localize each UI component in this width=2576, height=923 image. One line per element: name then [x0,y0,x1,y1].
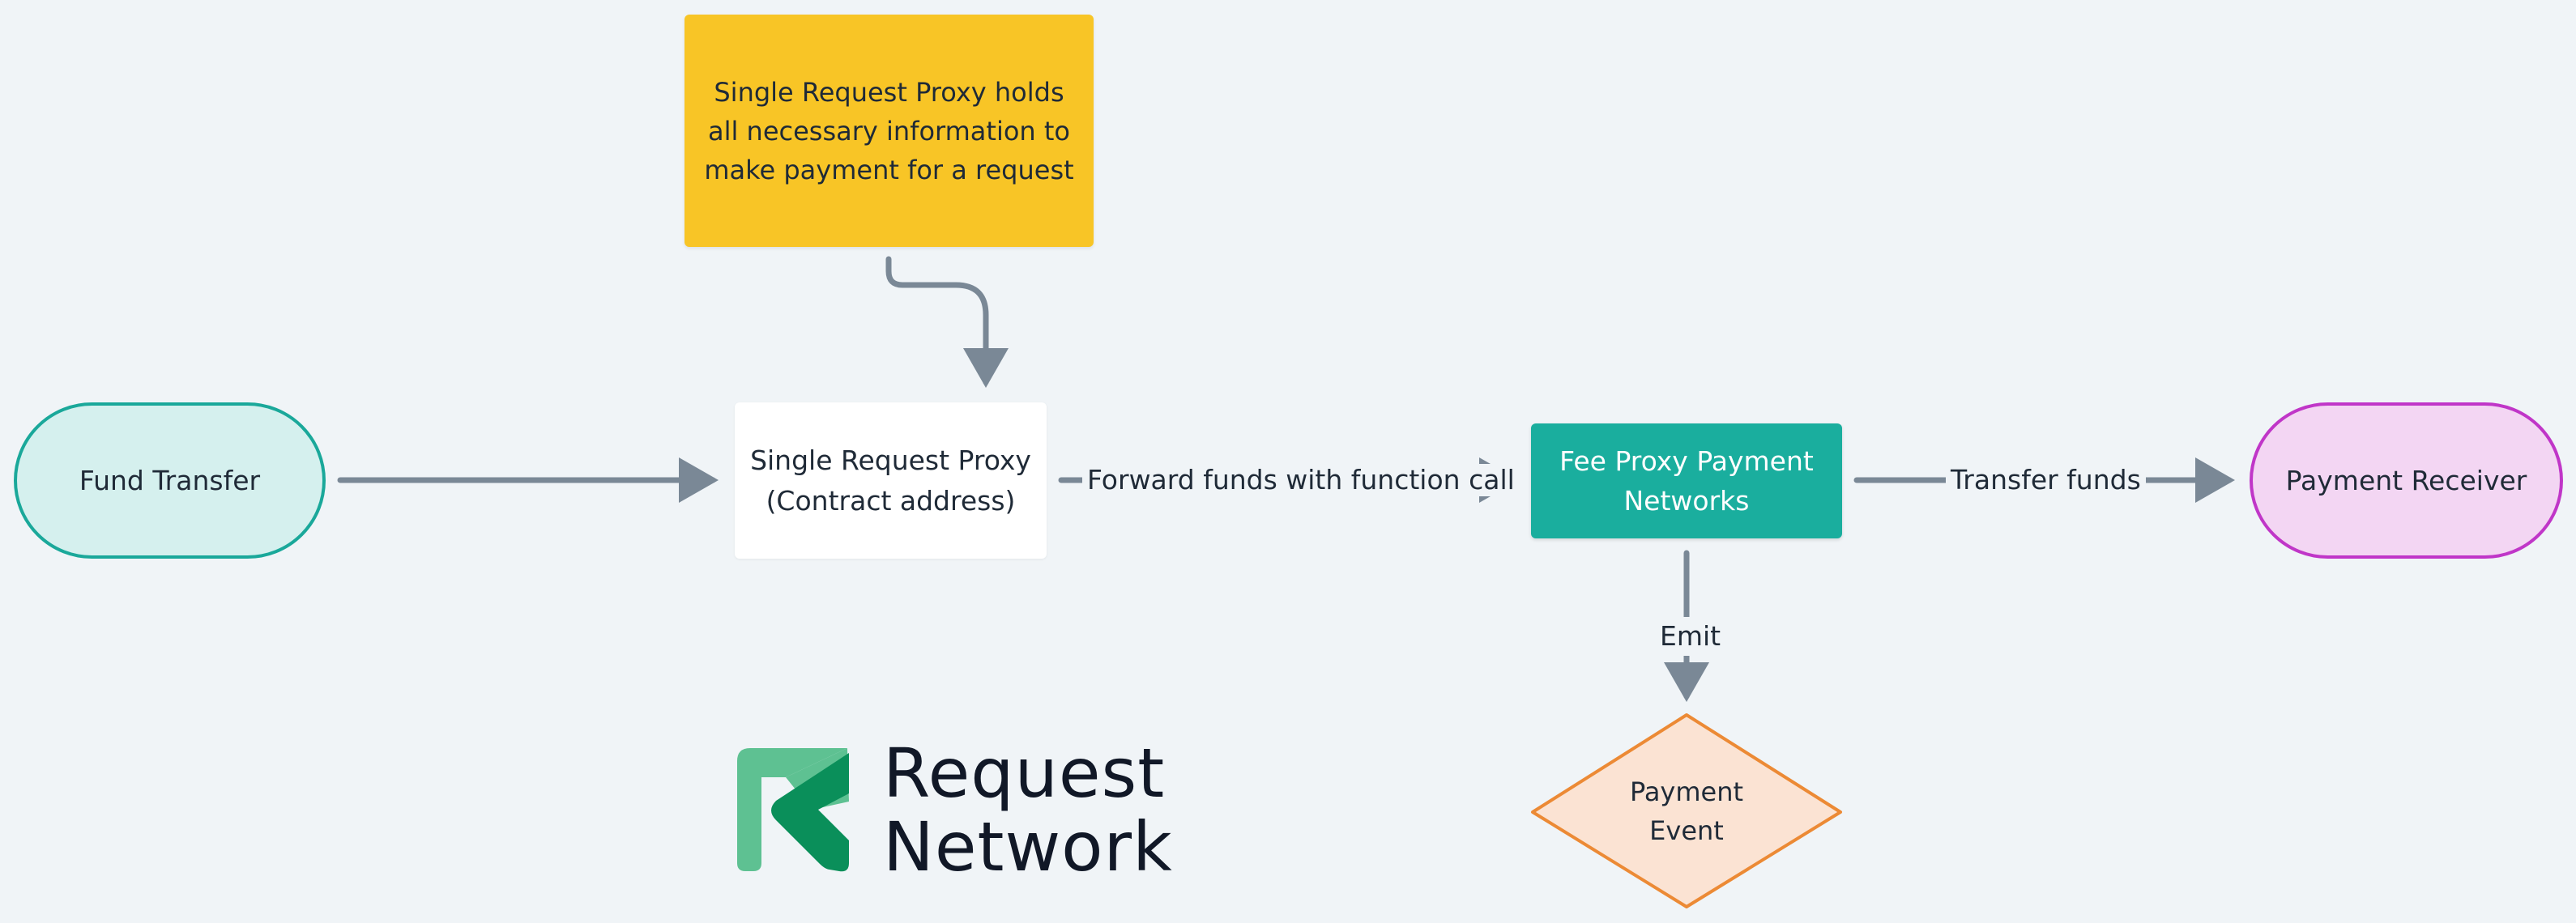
edge-note-to-proxy [885,256,1009,388]
fee-proxy-payment-networks-node: Fee Proxy Payment Networks [1531,423,1842,538]
edge-label-forward: Forward funds with function call [1082,464,1520,496]
edge-label-transfer: Transfer funds [1946,464,2146,496]
info-note: Single Request Proxy holds all necessary… [685,15,1094,247]
payment-event-diamond [1531,713,1842,908]
edge-label-emit: Emit [1653,617,1728,656]
request-network-logo-text: Request Network [883,734,1173,887]
payment-receiver-node: Payment Receiver [2250,402,2563,559]
payment-event-label: Payment Event [1629,776,1744,846]
single-request-proxy-node: Single Request Proxy (Contract address) [735,402,1047,559]
fund-transfer-node: Fund Transfer [14,402,326,559]
request-network-logo-icon [737,748,849,872]
